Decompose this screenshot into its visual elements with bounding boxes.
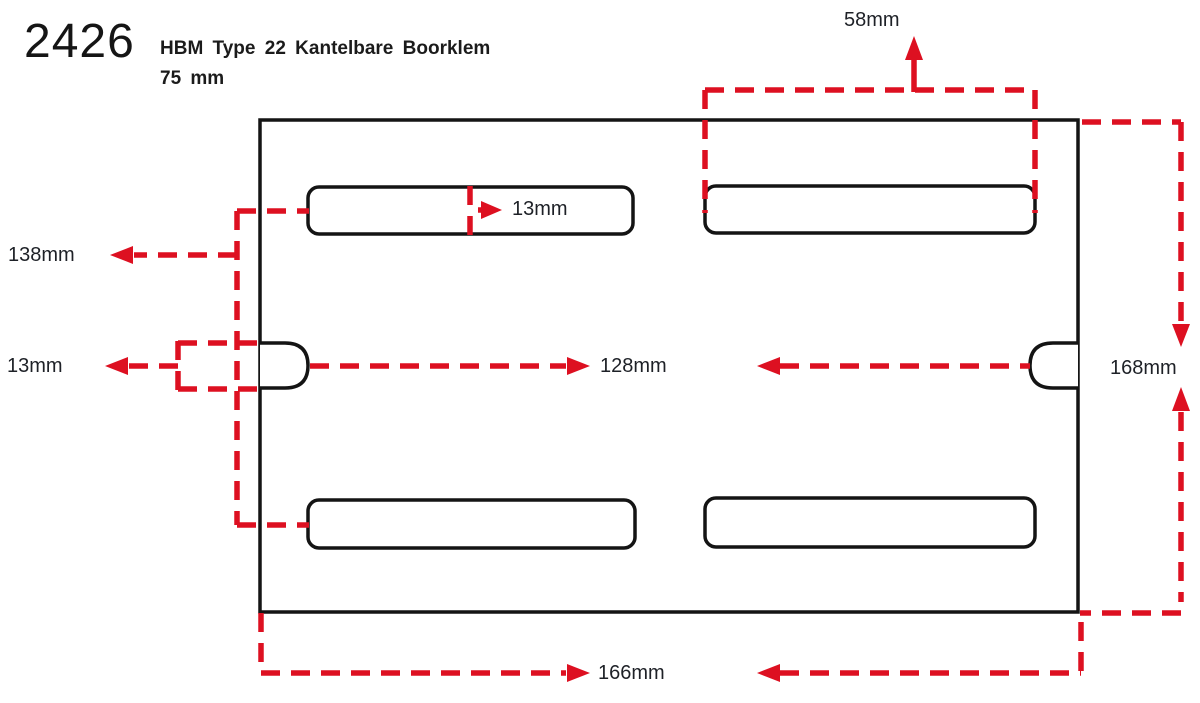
notch-left-edge (260, 341, 310, 390)
dim-label-13mm-edge: 13mm (7, 355, 63, 377)
arrow-left-166mm (757, 664, 780, 682)
drawing-title: HBM Type 22 Kantelbare Boorklem (160, 38, 491, 59)
dim-138mm-lines (110, 208, 309, 528)
dim-label-13mm-slot: 13mm (512, 198, 568, 220)
dim-label-128mm: 128mm (600, 355, 667, 377)
dim-label-166mm: 166mm (598, 662, 665, 684)
part-number: 2426 (24, 15, 135, 68)
arrow-left-13mm-edge (105, 357, 128, 375)
slot-bottom-right (703, 496, 1037, 549)
dim-166mm-lines (258, 613, 1084, 682)
arrow-down-168mm (1172, 324, 1190, 347)
dim-label-168mm: 168mm (1110, 357, 1177, 379)
notch-right-edge (1028, 341, 1078, 390)
arrow-up-168mm (1172, 387, 1190, 411)
dim-168mm-lines (1080, 119, 1190, 616)
arrow-right-128mm (567, 357, 590, 375)
slot-top-right (703, 184, 1037, 235)
dim-label-58mm: 58mm (844, 9, 900, 31)
arrow-right-13mm-slot (481, 201, 502, 219)
dim-128mm-lines (310, 357, 1030, 375)
slot-bottom-left (306, 498, 637, 550)
dim-13mm-edge-lines (105, 340, 262, 392)
arrow-up-58mm (905, 36, 923, 60)
dim-58mm-lines (702, 36, 1038, 213)
drawing-subtitle: 75 mm (160, 68, 225, 89)
dim-13mm-slot-lines (467, 186, 502, 236)
arrow-left-138mm (110, 246, 133, 264)
arrow-right-166mm (567, 664, 590, 682)
arrow-left-128mm (757, 357, 780, 375)
dim-label-138mm: 138mm (8, 244, 75, 266)
